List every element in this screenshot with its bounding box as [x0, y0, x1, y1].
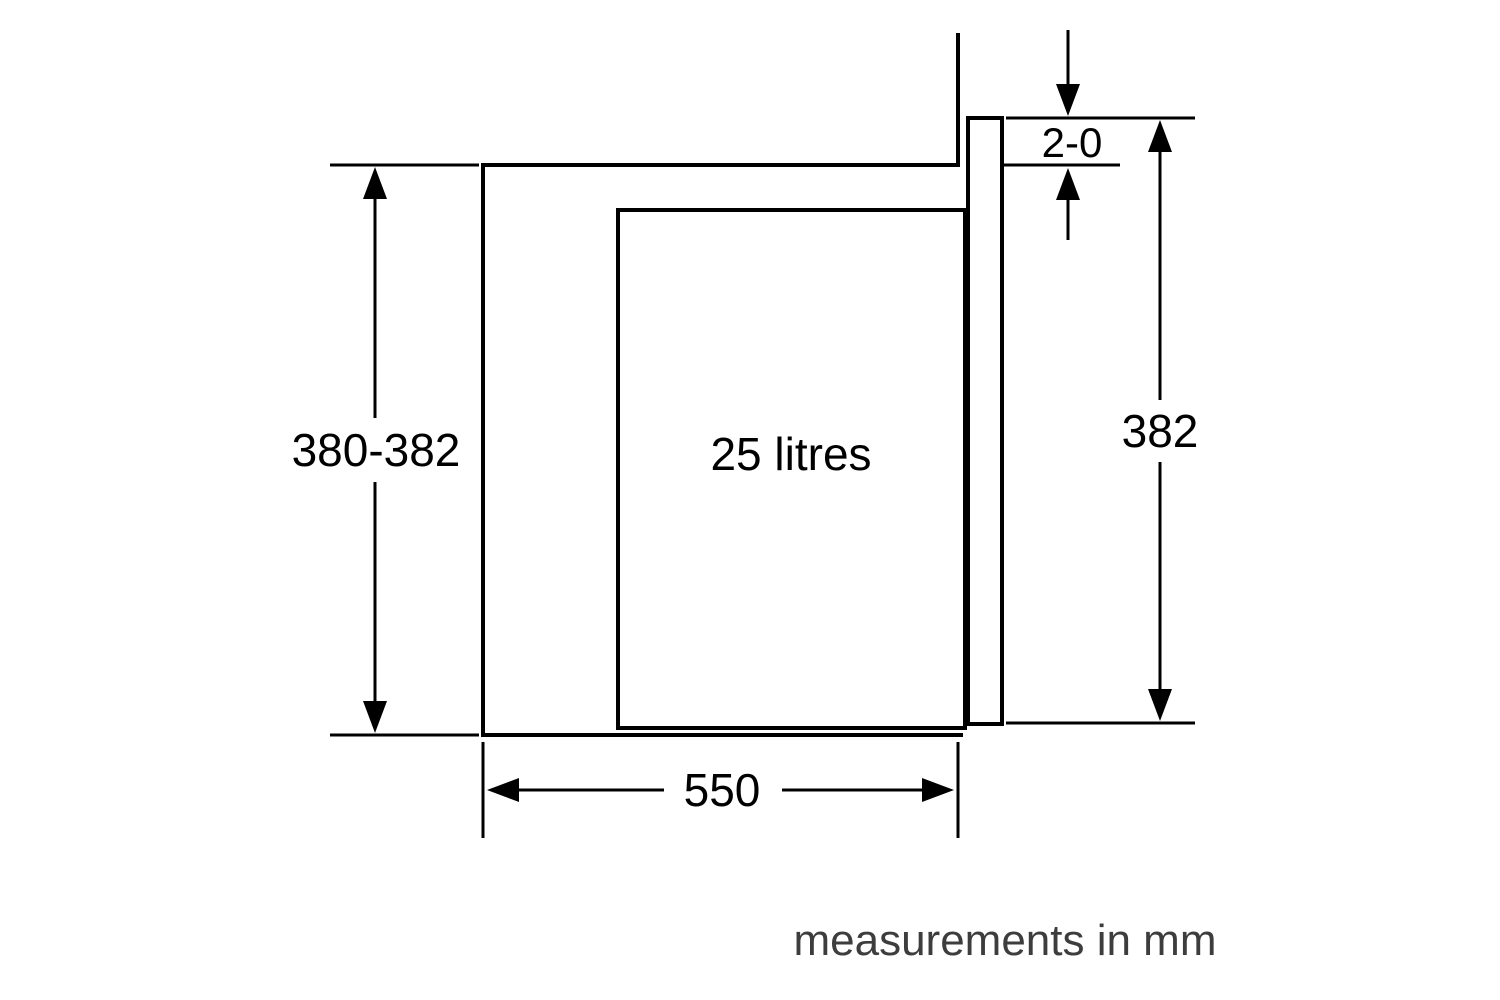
arrowhead-up-icon: [1056, 168, 1080, 200]
capacity-label: 25 litres: [710, 428, 871, 480]
label-background: [664, 760, 782, 820]
arrowhead-down-icon: [1056, 84, 1080, 116]
dim-niche-height: 380-382: [286, 163, 479, 737]
label-background: [286, 418, 466, 482]
arrowhead-up-icon: [1148, 120, 1172, 152]
cabinet-outline: [481, 33, 963, 737]
appliance-height-label: 382: [1122, 405, 1199, 457]
arrowhead-down-icon: [363, 701, 387, 733]
dim-appliance-height: 382: [1006, 116, 1212, 725]
dim-niche-width: 550: [481, 742, 960, 838]
door-panel: [966, 116, 1004, 726]
arrowhead-down-icon: [1148, 689, 1172, 721]
arrowhead-up-icon: [363, 167, 387, 199]
arrowhead-left-icon: [487, 778, 519, 802]
niche-width-label: 550: [684, 764, 761, 816]
arrowhead-right-icon: [922, 778, 954, 802]
label-background: [1108, 400, 1212, 462]
oven-cavity: [616, 208, 967, 730]
niche-height-label: 380-382: [292, 424, 461, 476]
dim-door-gap: 2-0: [1004, 30, 1120, 240]
door-gap-label: 2-0: [1042, 119, 1103, 166]
units-caption: measurements in mm: [793, 916, 1216, 965]
